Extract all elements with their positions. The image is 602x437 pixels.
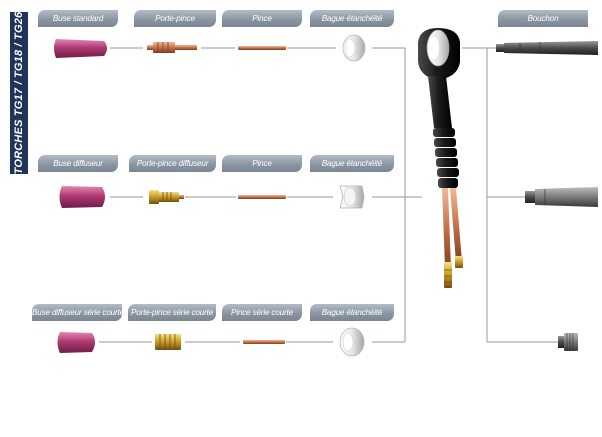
collet-row3 [243,340,285,344]
nozzle-standard [54,39,107,58]
label-row2-pince: Pince [222,155,302,172]
gasket-row1 [342,34,366,62]
collet-body-short [155,334,181,350]
label-row1-porte-pince: Porte-pince [134,10,216,27]
bouchon-medium [525,187,598,207]
label-row2-buse: Buse diffuseur [38,155,118,172]
label-row1-bague: Bague étanchéité [310,10,394,27]
gasket-row2 [339,185,365,209]
connector-lines [99,47,558,343]
label-row2-bague: Bague étanchéité [310,155,394,172]
label-row3-buse: Buse diffuseur série courte [32,304,122,321]
nozzle-gas-lens [59,186,105,208]
torch-body [418,28,463,288]
collet-body [147,42,197,53]
label-bouchon: Bouchon [498,10,588,27]
label-row3-bague: Bague étanchéité [310,304,394,321]
label-row1-pince: Pince [222,10,302,27]
collet-row2 [238,195,286,199]
collet-row1 [238,46,286,50]
collet-body-gas-lens [149,190,184,204]
side-title-band: TORCHES TG17 / TG18 / TG26 [10,12,28,174]
label-row2-porte-pince: Porte-pince diffuseur [129,155,216,172]
label-row3-pince: Pince série courte [222,304,302,321]
gasket-row3 [339,327,365,357]
label-row1-buse: Buse standard [38,10,118,27]
bouchon-long [496,41,598,55]
label-row3-porte-pince: Porte-pince série courte [128,304,216,321]
nozzle-gas-lens-short [57,332,95,353]
bouchon-short [558,333,578,351]
